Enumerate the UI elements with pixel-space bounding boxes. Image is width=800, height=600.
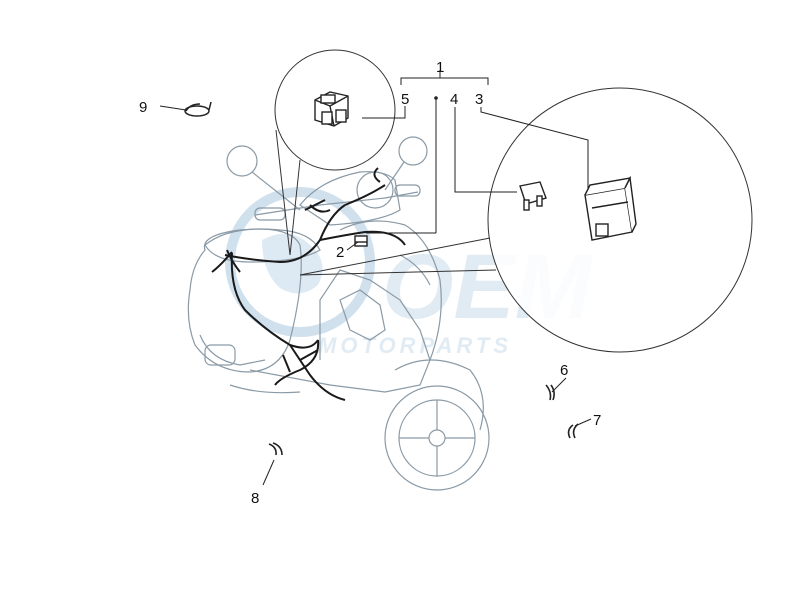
scooter-outline (187, 136, 490, 491)
front-wheel (384, 385, 490, 491)
left-mirror (226, 145, 258, 177)
clip-9-icon (184, 101, 212, 117)
callout-1: 1 (436, 59, 444, 76)
clip-6-icon (545, 384, 555, 401)
callout-8: 8 (251, 490, 259, 507)
watermark-tagline: MOTORPARTS (318, 333, 512, 358)
callouts: 1 2 3 4 5 6 7 8 9 (139, 59, 601, 507)
callout-4: 4 (450, 91, 458, 108)
relay-detail (274, 49, 396, 256)
callout-9: 9 (139, 99, 147, 116)
relay-icon (314, 91, 349, 127)
callout-5: 5 (401, 91, 409, 108)
electronics-detail (299, 87, 753, 353)
connector-2-icon (354, 235, 368, 247)
callout-3: 3 (475, 91, 483, 108)
watermark-globe-icon (225, 187, 375, 337)
right-mirror (398, 136, 428, 166)
control-unit-icon (584, 175, 637, 241)
callout-2: 2 (336, 244, 344, 261)
callout-7: 7 (593, 412, 601, 429)
wiring-harness (211, 167, 406, 401)
bracket-dot (434, 96, 438, 100)
leader-lines (159, 70, 592, 486)
fuse-icon (519, 181, 547, 211)
callout-6: 6 (560, 362, 568, 379)
clip-8-icon (268, 442, 283, 456)
clip-7-icon (567, 423, 579, 439)
